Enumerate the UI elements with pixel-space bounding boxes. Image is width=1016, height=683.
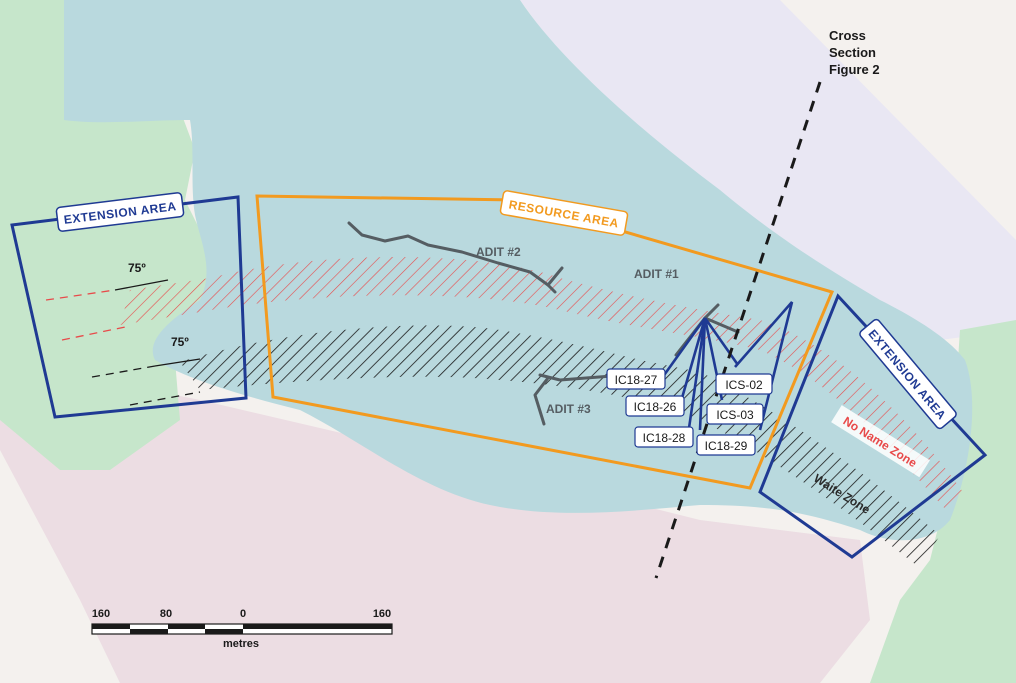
drillhole-traces xyxy=(660,301,794,436)
cross-section-label-line2: Section xyxy=(829,45,876,60)
adit-1-label: ADIT #1 xyxy=(634,267,679,281)
scale-tick-160-left: 160 xyxy=(92,608,110,620)
black-zone-hatch xyxy=(180,325,940,568)
drillhole-label-ic18-26: IC18-26 xyxy=(625,395,685,417)
adit-3-trace xyxy=(538,373,614,382)
dip-label-lower: 75º xyxy=(171,335,189,349)
drillhole-label-ics-02: ICS-02 xyxy=(715,373,773,395)
red-zone-hatch-west xyxy=(120,278,210,325)
drillhole-label-ic18-29: IC18-29 xyxy=(696,434,756,456)
scale-unit: metres xyxy=(223,638,259,650)
drillhole-label-ics-03: ICS-03 xyxy=(706,403,764,425)
lavender-unit-ne xyxy=(520,0,1016,340)
drillhole-label-ic18-27: IC18-27 xyxy=(606,368,666,390)
scale-tick-160-right: 160 xyxy=(373,608,391,620)
drillhole-label-ic18-27-text: IC18-27 xyxy=(615,373,658,387)
scale-tick-80: 80 xyxy=(160,608,172,620)
dip-lines-west xyxy=(45,279,201,406)
green-unit-southeast xyxy=(870,320,1016,683)
pink-unit-south xyxy=(0,360,870,683)
drillhole-label-ic18-28-text: IC18-28 xyxy=(643,431,686,445)
drillhole-label-ics-03-text: ICS-03 xyxy=(716,408,754,422)
cross-section-line xyxy=(654,81,822,579)
cross-section-label: Cross Section Figure 2 xyxy=(829,28,880,77)
red-zone-hatch xyxy=(200,257,965,512)
scale-tick-0: 0 xyxy=(240,608,246,620)
adit-2-trace xyxy=(347,221,564,287)
resource-area-outline xyxy=(255,194,835,490)
drillhole-label-ic18-26-text: IC18-26 xyxy=(634,400,677,414)
adit-2-label: ADIT #2 xyxy=(476,245,521,259)
scale-bar: 160 80 0 160 metres xyxy=(91,608,393,650)
drillhole-label-ic18-28: IC18-28 xyxy=(634,426,694,448)
cross-section-label-line1: Cross xyxy=(829,28,866,43)
drillhole-label-ic18-29-text: IC18-29 xyxy=(705,439,748,453)
cross-section-label-line3: Figure 2 xyxy=(829,62,880,77)
dip-label-upper: 75º xyxy=(128,261,146,275)
adit-3-label: ADIT #3 xyxy=(546,402,591,416)
drillhole-label-ics-02-text: ICS-02 xyxy=(725,378,763,392)
